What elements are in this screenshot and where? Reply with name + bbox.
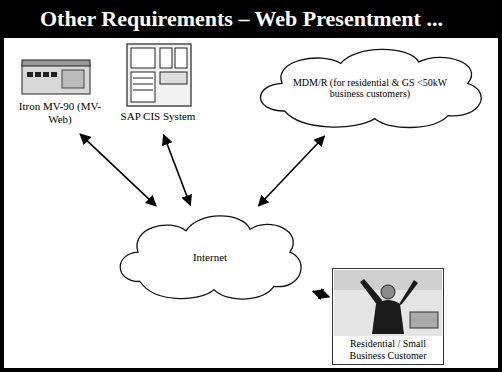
- slide-title: Other Requirements – Web Presentment ...: [40, 6, 443, 32]
- node-label: SAP CIS System: [121, 110, 196, 123]
- node-label: Residential / Small Business Customer: [337, 338, 439, 361]
- connector-arrow: [80, 134, 156, 206]
- cloud-shape: [120, 216, 301, 299]
- customer-photo: [334, 270, 442, 336]
- cloud-node: MDM/R (for residential & GS <50kW busine…: [248, 42, 492, 134]
- meter-node: Itron MV-90 (MV-Web): [12, 98, 108, 132]
- node-label: Itron MV-90 (MV-Web): [14, 100, 106, 125]
- computer-rack: [127, 44, 191, 106]
- system-node: SAP CIS System: [115, 108, 201, 132]
- cloud-shape: [260, 49, 481, 127]
- connector-arrow: [313, 291, 329, 296]
- node-label: MDM/R (for residential & GS <50kW busine…: [292, 77, 448, 100]
- node-label: Internet: [193, 251, 227, 264]
- customer-node: Residential / Small Business Customer: [332, 268, 444, 365]
- connector-arrow: [258, 136, 324, 206]
- meter-device: [22, 60, 90, 94]
- cloud-node: Internet: [110, 208, 310, 306]
- connector-arrow: [164, 135, 191, 205]
